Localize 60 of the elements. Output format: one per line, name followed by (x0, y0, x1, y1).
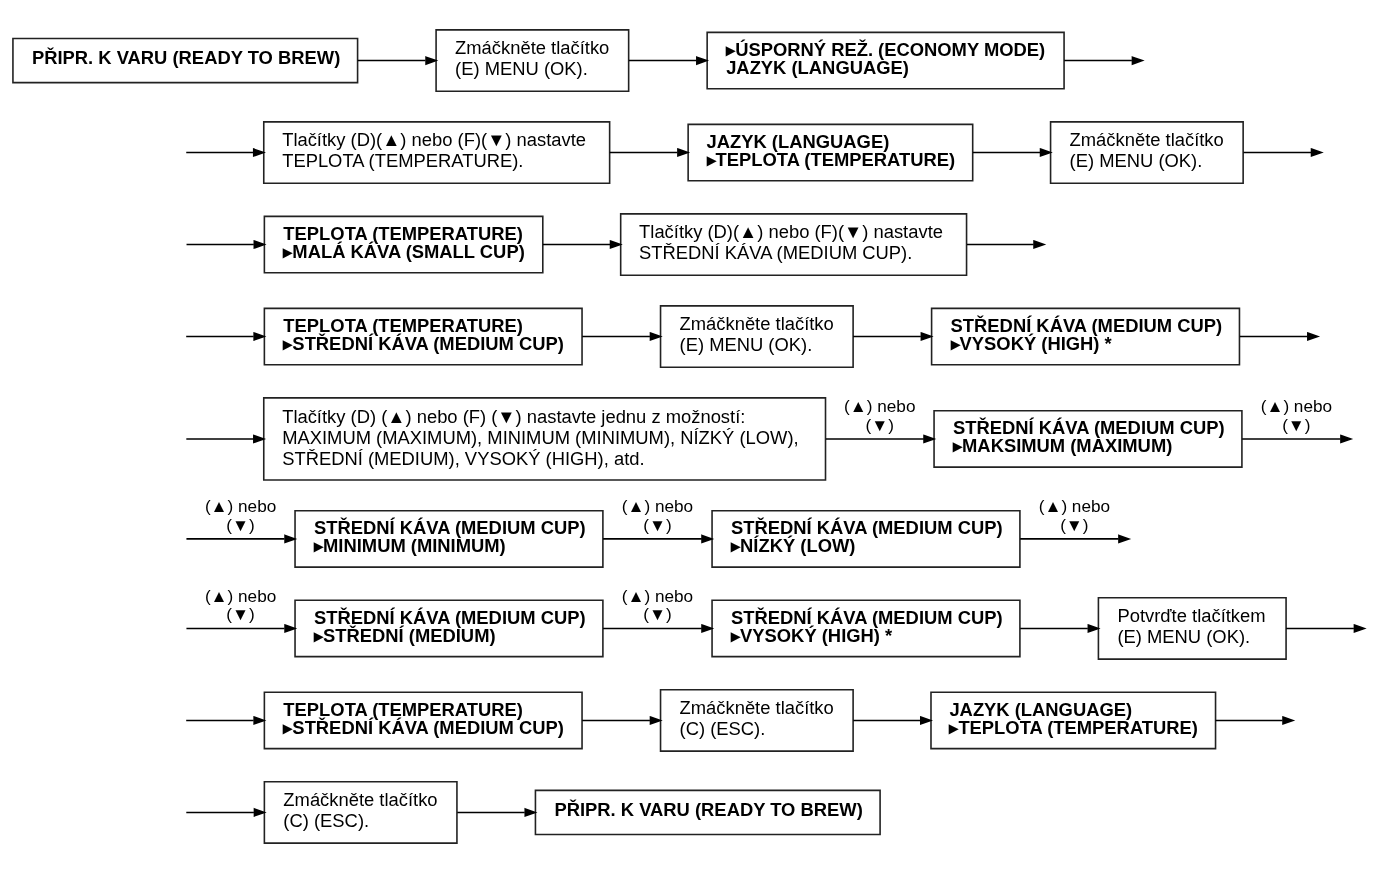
node-box: Zmáčkněte tlačítko (C) (ESC). (263, 780, 458, 844)
arrow (357, 56, 439, 66)
arrow (185, 331, 267, 342)
node-box: TEPLOTA (TEMPERATURE) ▸STŘEDNÍ KÁVA (MEDIUM CUP) (263, 691, 583, 750)
edge-label: (▲) nebo (▼) (204, 585, 277, 625)
arrow (852, 331, 934, 342)
node-box: STŘEDNÍ KÁVA (MEDIUM CUP) ▸MAKSIMUM (MAXIMUM) (933, 409, 1243, 468)
node-box: TEPLOTA (TEMPERATURE) ▸MALÁ KÁVA (SMALL CUP) (263, 215, 544, 274)
node-box: STŘEDNÍ KÁVA (MEDIUM CUP) ▸NÍZKÝ (LOW) (711, 509, 1021, 568)
arrow (185, 434, 267, 444)
arrow (966, 240, 1047, 250)
arrow (825, 434, 937, 444)
edge-label: (▲) nebo (▼) (1260, 396, 1333, 435)
arrow (1285, 623, 1367, 633)
node-box: Zmáčkněte tlačítko (C) (ESC). (659, 689, 854, 752)
node-box: ▸ÚSPORNÝ REŽ. (ECONOMY MODE) JAZYK (LANGUAGE) (706, 31, 1065, 90)
arrow (972, 148, 1053, 158)
edge-label: (▲) nebo (▼) (1038, 496, 1111, 535)
arrow (852, 715, 933, 725)
arrow (1214, 715, 1296, 725)
node-box: STŘEDNÍ KÁVA (MEDIUM CUP) ▸VYSOKÝ (HIGH) * (711, 599, 1021, 658)
node-box: PŘIPR. K VARU (READY TO BREW) (12, 37, 359, 84)
edge-label: (▲) nebo (▼) (204, 496, 277, 535)
node-box: Potvrďte tlačítkem (E) MENU (OK). (1097, 597, 1287, 660)
node-box: JAZYK (LANGUAGE) ▸TEPLOTA (TEMPERATURE) (930, 691, 1217, 750)
arrow (608, 148, 691, 158)
arrow (1019, 534, 1132, 544)
node-box: PŘIPR. K VARU (READY TO BREW) (534, 789, 881, 836)
edge-label: (▲) nebo (▼) (621, 585, 694, 625)
arrow (456, 807, 538, 817)
arrow (1063, 56, 1145, 66)
node-box: TEPLOTA (TEMPERATURE) ▸STŘEDNÍ KÁVA (MEDIUM CUP) (263, 307, 583, 366)
arrow (1239, 331, 1321, 342)
node-box: Tlačítky (D)(▲) nebo (F)(▼) nastavte STŘEDNÍ KÁVA (MEDIUM CUP). (619, 213, 968, 276)
arrow (581, 331, 663, 342)
node-box: Zmáčkněte tlačítko (E) MENU (OK). (659, 305, 854, 368)
edge-label: (▲) nebo (▼) (621, 496, 694, 535)
arrow (542, 240, 623, 250)
edge-label: (▲) nebo (▼) (844, 396, 916, 435)
arrow (185, 534, 298, 544)
arrow (185, 807, 267, 817)
node-box: Tlačítky (D) (▲) nebo (F) (▼) nastavte jednu z možností: MAXIMUM (MAXIMUM), MINIMUM (MINIMUM), NÍZKÝ (LOW), STŘEDNÍ (MEDIUM), VYSOKÝ (HIGH), atd. (262, 397, 827, 481)
node-box: STŘEDNÍ KÁVA (MEDIUM CUP) ▸MINIMUM (MINIMUM) (294, 509, 604, 568)
arrow (628, 56, 710, 66)
node-box: Zmáčkněte tlačítko (E) MENU (OK). (435, 29, 630, 93)
arrow (1241, 434, 1354, 444)
arrow (185, 148, 266, 158)
node-box: STŘEDNÍ KÁVA (MEDIUM CUP) ▸STŘEDNÍ (MEDIUM) (294, 599, 604, 658)
node-box: JAZYK (LANGUAGE) ▸TEPLOTA (TEMPERATURE) (687, 123, 974, 182)
arrow (185, 240, 267, 250)
node-box: Zmáčkněte tlačítko (E) MENU (OK). (1049, 121, 1244, 184)
arrow (185, 623, 298, 633)
node-box: Tlačítky (D)(▲) nebo (F)(▼) nastavte TEPLOTA (TEMPERATURE). (262, 121, 611, 184)
arrow (602, 623, 715, 633)
arrow (581, 715, 663, 725)
arrow (1019, 623, 1101, 633)
arrow (185, 715, 267, 725)
node-box: STŘEDNÍ KÁVA (MEDIUM CUP) ▸VYSOKÝ (HIGH) * (930, 307, 1241, 366)
arrow (1242, 148, 1324, 158)
arrow (602, 534, 715, 544)
